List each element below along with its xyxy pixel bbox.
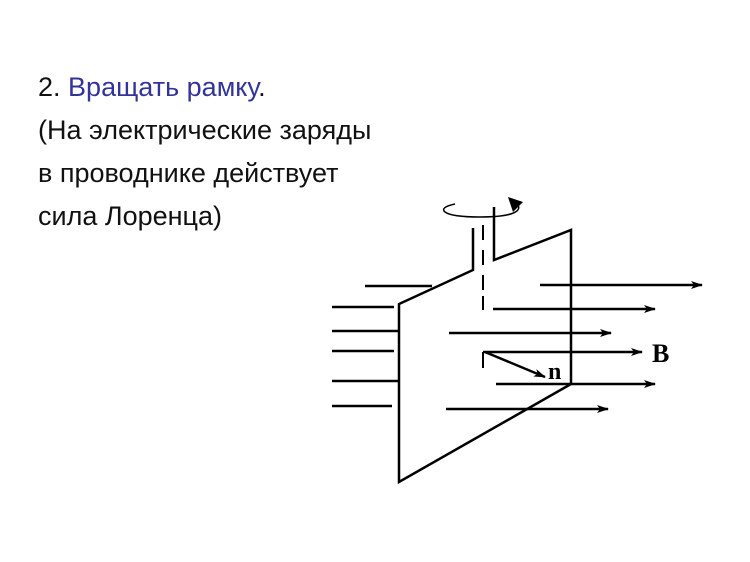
field-lines-left [332,284,432,408]
rotation-arrowhead-icon [508,197,523,212]
text-line-3: сила Лоренца) [38,201,223,231]
step-number: 2. [38,72,61,102]
heading-period: . [258,72,266,102]
field-label-b: B [652,339,669,368]
slide-text: 2. Вращать рамку. (На электрические заря… [38,66,371,238]
field-lines-right [446,281,703,413]
text-line-1: (На электрические заряды [38,115,372,145]
wire-frame [397,207,573,485]
heading-line: 2. Вращать рамку. [38,66,371,109]
normal-label-n: n [548,359,561,385]
rotation-arrow-icon [442,203,520,218]
normal-vector [484,350,546,379]
step-heading: Вращать рамку [68,72,259,102]
text-line-2: в проводнике действует [38,158,339,188]
